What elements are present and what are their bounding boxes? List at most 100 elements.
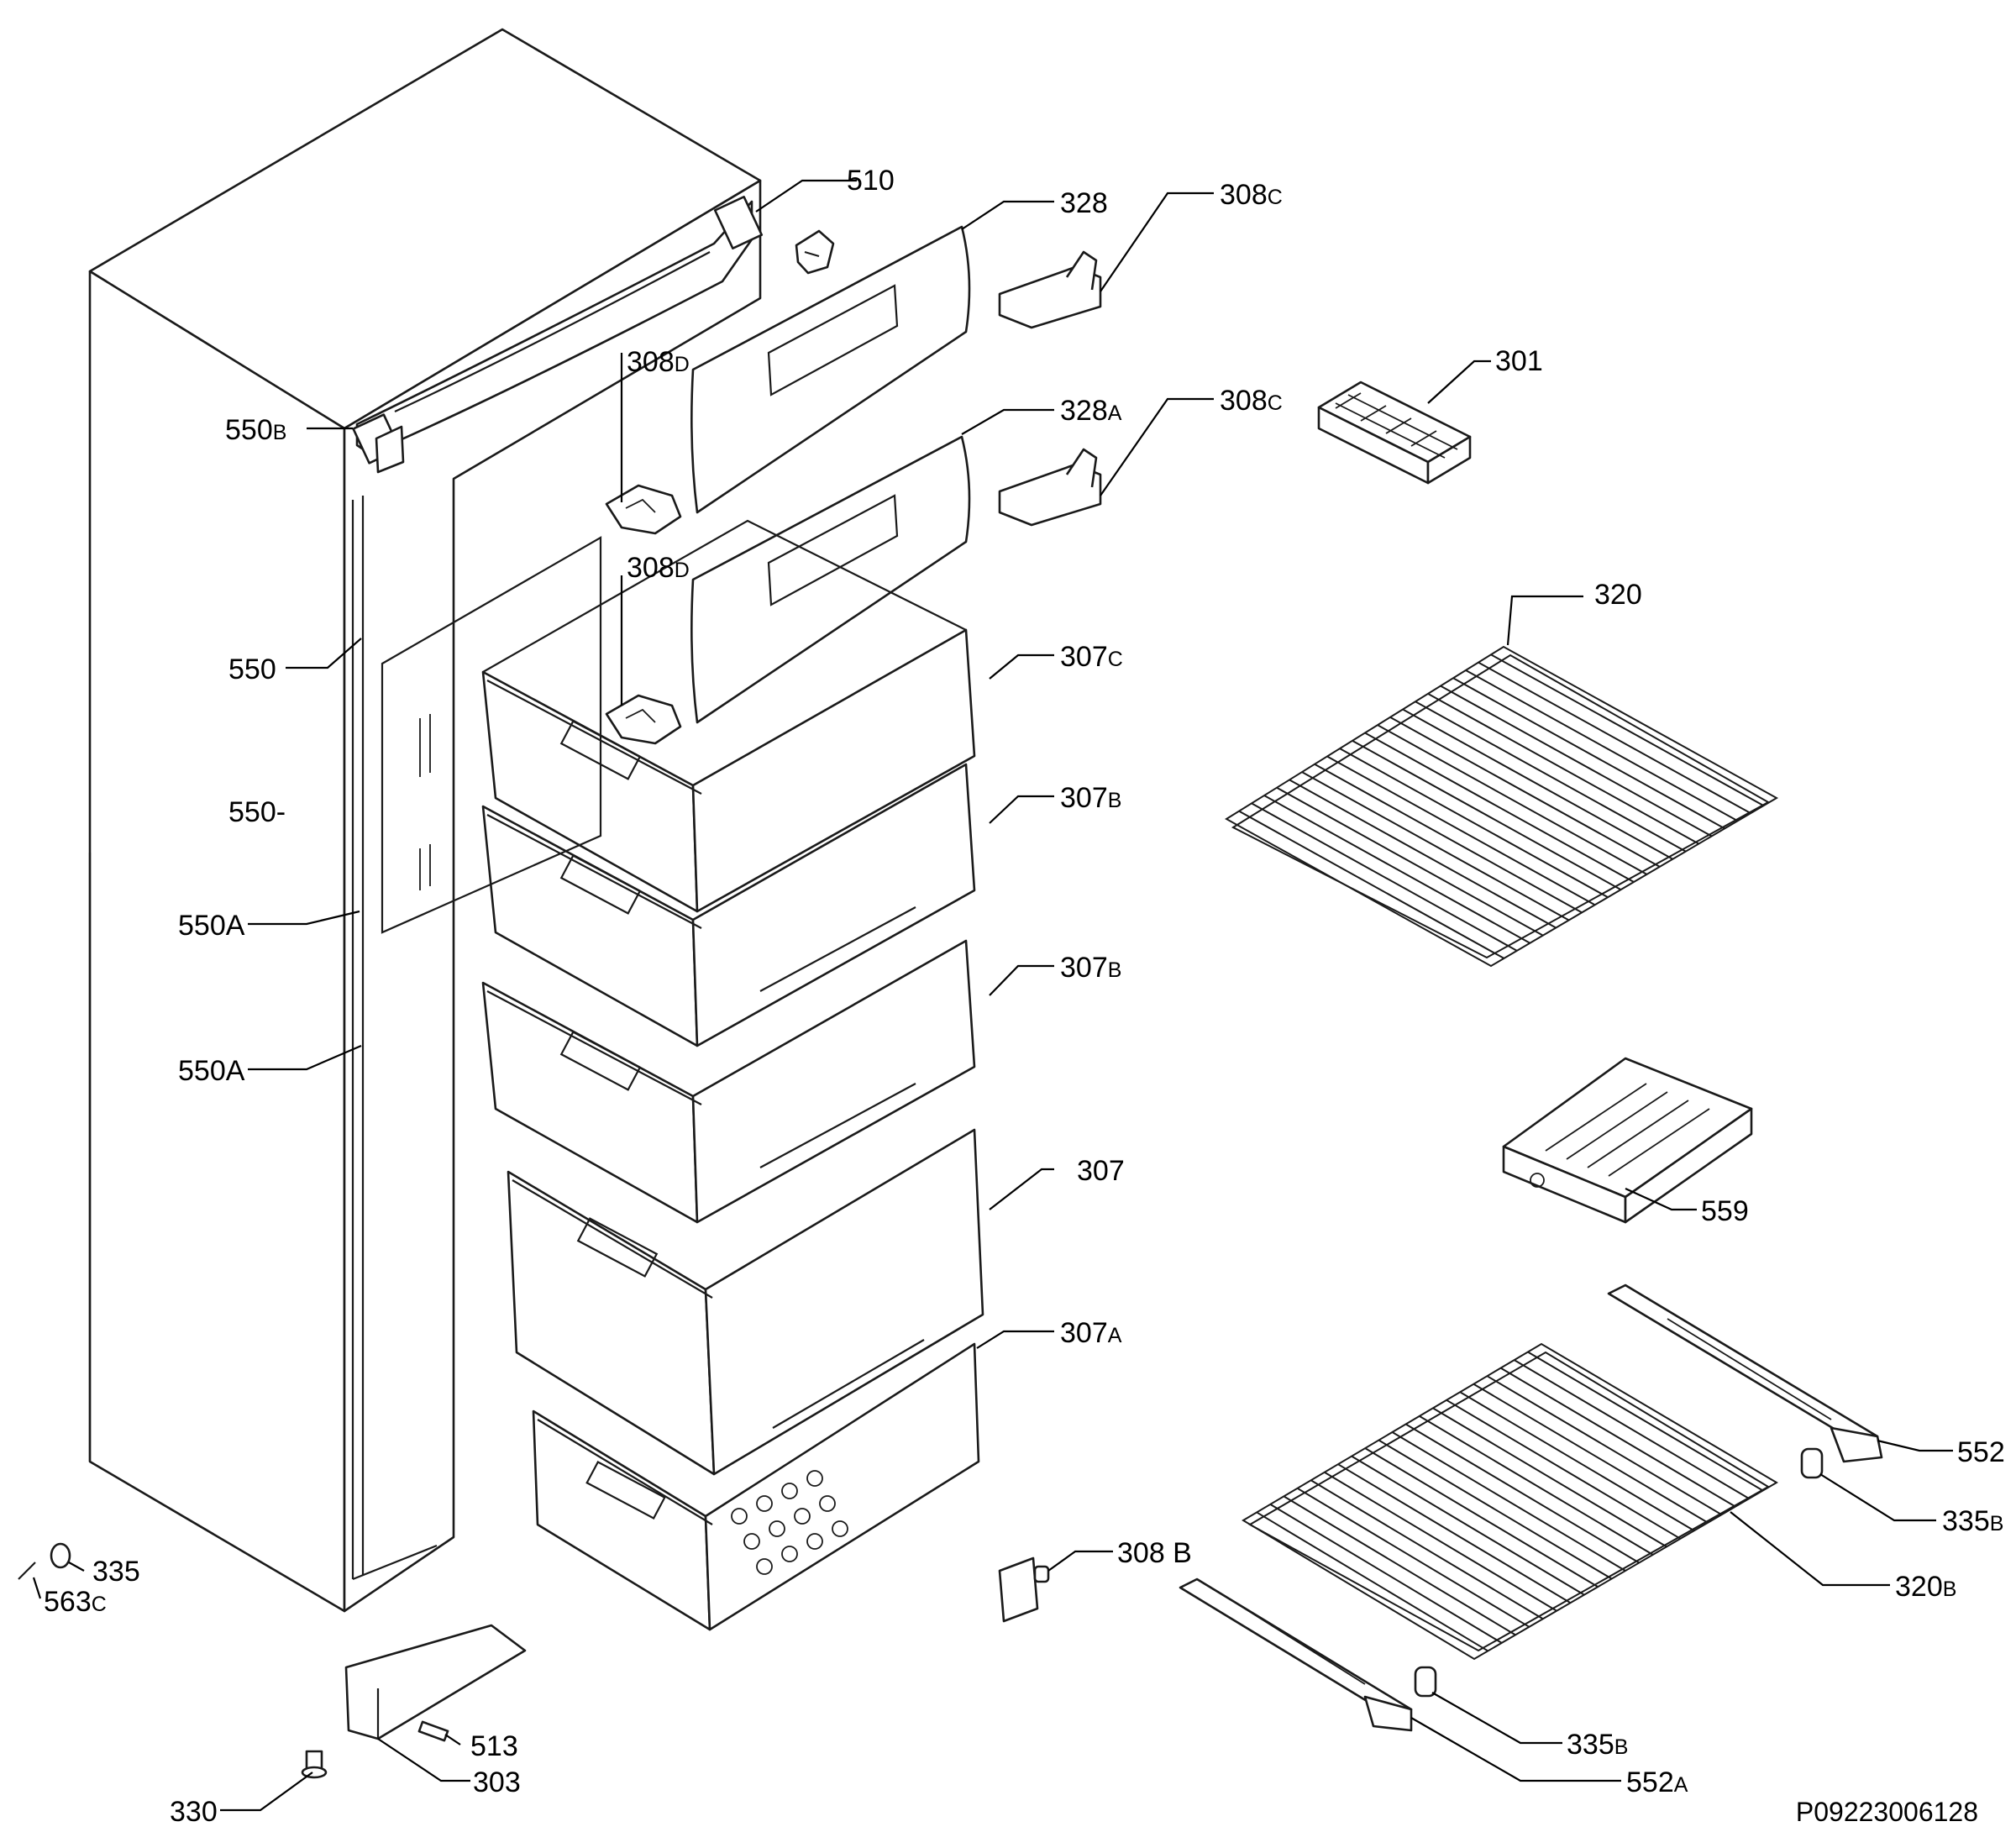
drawer-307a [532,1342,980,1631]
callout-550a-2: 550A [178,1055,245,1087]
wire-rung [1324,1471,1557,1612]
flap-hinge-308d-mid [605,694,682,745]
callout-550-dash: 550- [228,796,286,828]
callout-307b-2: 307B [1060,952,1121,984]
leader-307b-1 [989,795,1054,824]
wire-rung [1310,1479,1544,1620]
leader-335b-2 [1431,1692,1562,1745]
shelf-320b-rungs [1256,1351,1764,1652]
callout-335: 335 [92,1556,140,1588]
leader-513 [444,1734,461,1745]
leader-308c-mid [1100,397,1214,496]
wire-rung [1337,1463,1572,1604]
leader-335 [68,1562,85,1572]
leader-307 [989,1168,1054,1210]
wire-rung [1314,763,1583,914]
leader-301 [1427,360,1491,404]
wire-rung [1351,1455,1585,1596]
flap-hinge-308d-top [605,484,682,535]
leader-320 [1506,595,1583,646]
tray-559 [1502,1057,1753,1224]
inner-panel-550 [381,536,602,934]
wire-rung [1377,724,1647,875]
wire-rung [1452,677,1725,830]
wire-rung [1238,810,1504,959]
flap-328a [690,435,971,724]
rail-552a [1179,1577,1413,1732]
leader-559 [1625,1187,1697,1211]
callout-335b-1: 335B [1942,1505,2003,1537]
callout-308b: 308 B [1117,1537,1192,1569]
wire-rung [1263,795,1530,944]
ice-tray-301 [1317,381,1472,485]
leader-550a-2 [248,1044,362,1071]
spacer-335 [50,1542,71,1569]
drawer-307b-upper [481,763,976,1047]
leader-563c [32,1577,42,1599]
drawer-307b-lower [481,939,976,1224]
callout-328: 328 [1060,187,1108,219]
wire-rung [1389,716,1661,868]
leader-552 [1877,1439,1953,1452]
leader-307a [976,1330,1054,1349]
foot-330 [301,1750,328,1779]
document-id: P09223006128 [1796,1797,1978,1827]
callout-510: 510 [847,165,895,197]
wire-rung [1490,654,1765,806]
leader-308c-top [1100,192,1214,292]
callout-307c: 307C [1060,641,1123,673]
callout-308d-mid: 308D [627,552,690,584]
roller-335b-upper [1800,1447,1824,1479]
wire-rung [1289,779,1557,929]
hinge-510 [795,229,835,275]
wire-rung [1283,1495,1516,1636]
wire-rung [1364,732,1635,883]
callout-552: 552 [1957,1436,2005,1468]
wire-rung [1326,755,1596,906]
wire-rung [1419,1415,1654,1556]
callout-308d-top: 308D [627,346,690,378]
wire-rung [1459,1391,1695,1532]
wire-rung [1465,669,1739,822]
callout-labels: 510 328 308C 308D 301 550B 328A 308C 308… [44,165,2005,1828]
leader-550a-1 [248,910,360,926]
leader-307c [989,654,1054,680]
leader-320b [1730,1511,1890,1587]
wire-shelf-320b [1242,1342,1778,1661]
wire-rung [1402,708,1673,860]
wire-rung [1301,771,1570,921]
leader-lines [32,179,1953,1812]
wire-rung [1378,1439,1613,1580]
clip-513 [417,1720,449,1742]
callout-552a: 552A [1626,1766,1688,1798]
wire-rung [1405,1423,1640,1564]
callout-320: 320 [1594,579,1642,611]
callout-320b: 320B [1895,1571,1956,1603]
callout-307a: 307A [1060,1317,1122,1349]
flap-hinge-308c-mid [998,448,1102,527]
callout-303: 303 [473,1766,521,1798]
leader-328 [961,200,1054,230]
wire-rung [1251,802,1518,952]
leader-335b-1 [1819,1473,1936,1522]
shelf-320-rungs [1238,654,1765,959]
wire-rung [1339,748,1609,899]
plinth-303 [344,1624,527,1740]
wire-shelf-320 [1225,645,1779,968]
hinge-plate-550b [375,425,405,474]
wire-rung [1440,685,1713,837]
cabinet-body [88,28,762,1613]
callout-563c: 563C [44,1586,107,1618]
callout-550a-1: 550A [178,910,245,942]
callout-335b-2: 335B [1567,1729,1628,1761]
callout-307b-1: 307B [1060,782,1121,814]
wire-rung [1256,1511,1488,1652]
wire-rung [1352,739,1622,890]
leader-307b-2 [989,964,1054,996]
flap-328 [690,225,971,514]
leader-308b [1047,1550,1113,1572]
wire-rung [1364,1447,1599,1588]
callout-330: 330 [170,1796,218,1828]
bracket-308b [998,1556,1050,1623]
